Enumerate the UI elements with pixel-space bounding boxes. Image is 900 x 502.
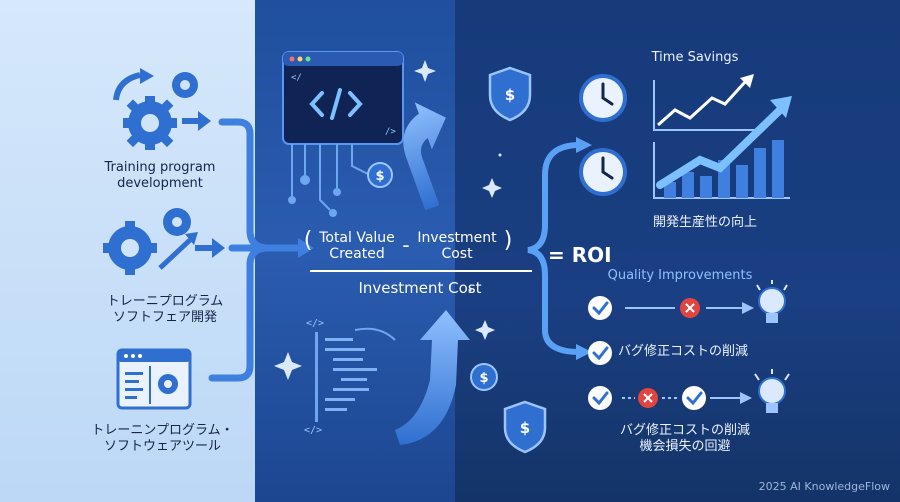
growth-chart-icon-2 bbox=[653, 96, 792, 199]
svg-text:/>: /> bbox=[385, 127, 396, 137]
formula-total-value: Total Value Created bbox=[319, 230, 395, 263]
dollar-symbol-1: $ bbox=[375, 169, 384, 184]
dollar-coin-icon-1 bbox=[367, 162, 393, 188]
dollar-symbol-shield-2: $ bbox=[520, 419, 530, 437]
svg-text:</: </ bbox=[291, 73, 302, 83]
training-software-dev-label: トレーニプログラム ソフトフェア開発 bbox=[106, 294, 224, 326]
shield-dollar-icon-1 bbox=[488, 66, 532, 122]
clock-icon-1 bbox=[579, 74, 627, 122]
sparkle-icons bbox=[274, 60, 502, 380]
shield-dollar-icon-2 bbox=[503, 400, 547, 454]
growth-arrow-top bbox=[403, 102, 446, 211]
dollar-symbol-2: $ bbox=[479, 371, 488, 386]
lightbulb-icon-2 bbox=[754, 369, 790, 413]
circuit-lines bbox=[288, 144, 369, 217]
flow-arrowhead bbox=[298, 238, 314, 258]
roi-result: = ROI bbox=[548, 243, 612, 267]
brace-connector bbox=[527, 142, 583, 355]
code-symbol-1: </> bbox=[305, 318, 325, 329]
brace-arrow-bottom bbox=[576, 344, 592, 360]
time-savings-label: Time Savings bbox=[651, 50, 739, 65]
clock-icon-2 bbox=[579, 148, 627, 196]
dev-productivity-label: 開発生産性の向上 bbox=[652, 215, 757, 230]
software-window-icon bbox=[116, 348, 192, 410]
training-software-tools-label: トレーニンプログラム・ ソフトウェアツール bbox=[91, 423, 234, 455]
quality-improvements-label: Quality Improvements bbox=[607, 268, 753, 283]
dollar-symbol-shield-1: $ bbox=[505, 86, 515, 104]
footer-credit: 2025 AI KnowledgeFlow bbox=[758, 480, 890, 493]
brace-arrow-top bbox=[576, 137, 592, 153]
formula-denominator: Investment Cost bbox=[358, 279, 482, 297]
formula-open-paren: ( bbox=[303, 228, 313, 253]
quality-row-1 bbox=[588, 296, 754, 320]
code-snippet-icon bbox=[315, 327, 396, 422]
training-program-label: Training program development bbox=[104, 160, 216, 192]
code-window-icon: </ /> bbox=[282, 51, 404, 145]
formula-close-paren: ) bbox=[503, 228, 513, 253]
formula-investment-cost-numerator: Investment Cost bbox=[417, 230, 497, 263]
growth-chart-icon-1 bbox=[653, 74, 755, 131]
lightbulb-icon-1 bbox=[756, 280, 788, 323]
gears-icon-1 bbox=[113, 68, 211, 150]
dollar-coin-icon-2 bbox=[470, 363, 498, 391]
growth-arrow-bottom bbox=[395, 310, 470, 445]
left-flow-connectors bbox=[208, 118, 304, 382]
gears-icon-2 bbox=[103, 208, 225, 275]
check-icon-bugfix bbox=[588, 341, 612, 365]
bug-fix-cost-label: バグ修正コストの削減 bbox=[618, 344, 749, 359]
code-symbol-2: </> bbox=[303, 425, 323, 436]
quality-row-2 bbox=[588, 386, 752, 410]
formula-minus: - bbox=[402, 233, 410, 257]
bug-fix-opportunity-label: バグ修正コストの削減 機会損失の回避 bbox=[619, 423, 750, 455]
